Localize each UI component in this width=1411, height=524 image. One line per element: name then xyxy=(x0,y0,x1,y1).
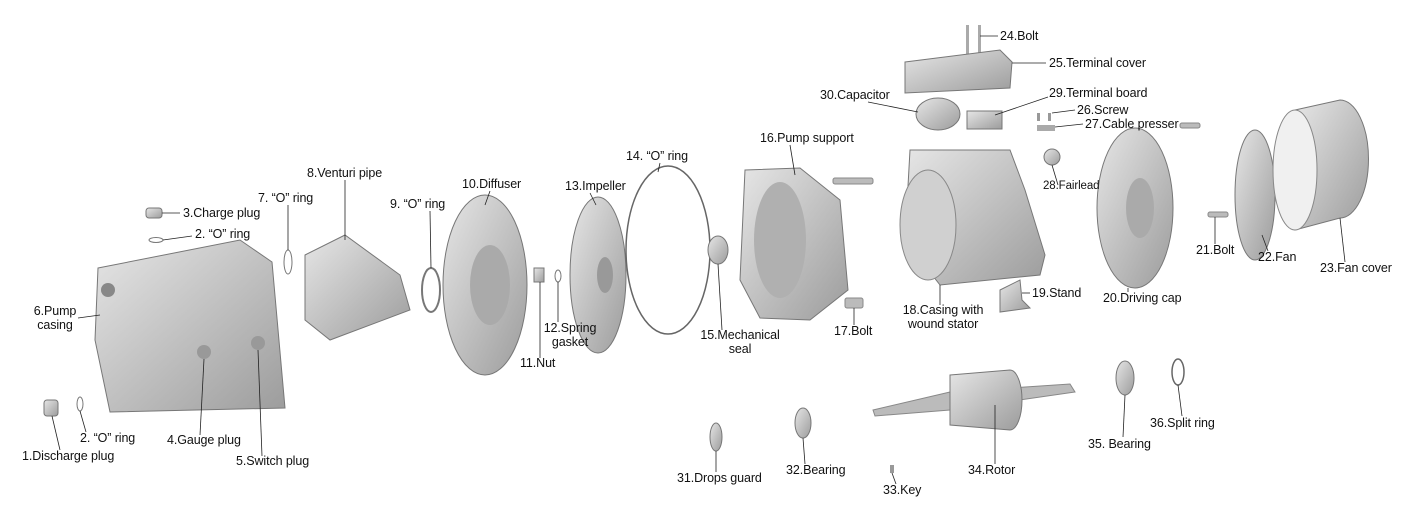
o-ring-14 xyxy=(625,165,711,335)
screw-26b xyxy=(1048,113,1051,121)
label-charge-plug: 3.Charge plug xyxy=(183,206,261,220)
bearing-32 xyxy=(794,407,812,439)
label-diffuser: 10.Diffuser xyxy=(462,177,522,191)
label-spring-gasket-line1: 12.Spring xyxy=(543,321,597,335)
label-casing-with-wound-stator: 18.Casing with wound stator xyxy=(893,303,993,331)
label-switch-plug: 5.Switch plug xyxy=(236,454,310,468)
nut xyxy=(533,267,545,283)
label-fairlead: 28.Fairlead xyxy=(1043,180,1100,192)
venturi-pipe xyxy=(304,234,411,341)
label-stand: 19.Stand xyxy=(1032,286,1082,300)
key xyxy=(890,465,894,473)
terminal-board xyxy=(966,110,1003,130)
label-capacitor: 30.Capacitor xyxy=(820,88,890,102)
label-impeller: 13.Impeller xyxy=(565,179,626,193)
label-o-ring-7: 7. “O” ring xyxy=(258,191,314,205)
bolt-24a xyxy=(966,25,969,58)
label-terminal-cover: 25.Terminal cover xyxy=(1049,56,1146,70)
leader-lines xyxy=(51,35,1346,485)
label-o-ring-14: 14. “O” ring xyxy=(626,149,689,163)
label-bolt-17: 17.Bolt xyxy=(834,324,873,338)
bolt-27 xyxy=(1179,122,1201,129)
label-drops-guard: 31.Drops guard xyxy=(677,471,762,485)
label-pump-casing-line2: casing xyxy=(37,318,73,332)
screw-26a xyxy=(1037,113,1040,121)
label-venturi-pipe: 8.Venturi pipe xyxy=(307,166,383,180)
cable-presser xyxy=(1037,125,1055,131)
label-o-ring-2-bottom: 2. “O” ring xyxy=(80,431,136,445)
label-casing-line1: 18.Casing with xyxy=(902,303,984,317)
label-mechanical-seal-line2: seal xyxy=(728,342,752,356)
label-key: 33.Key xyxy=(883,483,922,497)
label-terminal-board: 29.Terminal board xyxy=(1049,86,1148,100)
label-bolt-24: 24.Bolt xyxy=(1000,29,1039,43)
label-o-ring-2-top: 2. “O” ring xyxy=(195,227,251,241)
o-ring-2-bottom xyxy=(76,396,84,412)
terminal-cover xyxy=(904,49,1013,94)
label-rotor: 34.Rotor xyxy=(968,463,1016,477)
capacitor xyxy=(915,97,961,131)
discharge-plug xyxy=(43,399,59,417)
gauge-plug xyxy=(197,345,211,359)
label-spring-gasket: 12.Spring gasket xyxy=(538,321,602,349)
label-cable-presser: 27.Cable presser xyxy=(1085,117,1179,131)
label-discharge-plug: 1.Discharge plug xyxy=(22,449,115,463)
label-pump-casing-line1: 6.Pump xyxy=(33,304,77,318)
fairlead xyxy=(1043,148,1061,166)
spring-gasket xyxy=(554,269,562,283)
label-casing-line2: wound stator xyxy=(907,317,979,331)
label-fan-cover: 23.Fan cover xyxy=(1320,261,1392,275)
switch-plug xyxy=(251,336,265,350)
label-bearing-35: 35. Bearing xyxy=(1088,437,1151,451)
pump-casing xyxy=(94,239,286,413)
bolt-16a xyxy=(832,177,874,185)
label-o-ring-9: 9. “O” ring xyxy=(390,197,446,211)
o-ring-2-top xyxy=(148,237,164,243)
o-ring-7 xyxy=(283,249,293,275)
drops-guard xyxy=(709,422,723,452)
label-mechanical-seal-line1: 15.Mechanical xyxy=(700,328,780,342)
label-screw: 26.Screw xyxy=(1077,103,1129,117)
split-ring xyxy=(1171,358,1185,386)
label-pump-support: 16.Pump support xyxy=(760,131,854,145)
stand xyxy=(999,279,1032,313)
charge-plug xyxy=(145,207,163,219)
label-gauge-plug: 4.Gauge plug xyxy=(167,433,241,447)
label-fan: 22.Fan xyxy=(1258,250,1297,264)
label-bearing-32: 32.Bearing xyxy=(786,463,846,477)
bolt-24b xyxy=(978,25,981,58)
label-pump-casing: 6.Pump casing xyxy=(20,304,90,332)
bolt-17 xyxy=(844,297,864,309)
bearing-35 xyxy=(1115,360,1135,396)
label-split-ring: 36.Split ring xyxy=(1150,416,1215,430)
fan xyxy=(1234,129,1276,261)
rotor xyxy=(949,369,1023,431)
label-mechanical-seal: 15.Mechanical seal xyxy=(694,328,786,356)
label-bolt-21: 21.Bolt xyxy=(1196,243,1235,257)
label-driving-cap: 20.Driving cap xyxy=(1103,291,1182,305)
label-nut: 11.Nut xyxy=(520,356,556,370)
mechanical-seal xyxy=(707,235,729,265)
bolt-21 xyxy=(1207,211,1229,218)
o-ring-9 xyxy=(421,267,441,313)
label-spring-gasket-line2: gasket xyxy=(551,335,589,349)
